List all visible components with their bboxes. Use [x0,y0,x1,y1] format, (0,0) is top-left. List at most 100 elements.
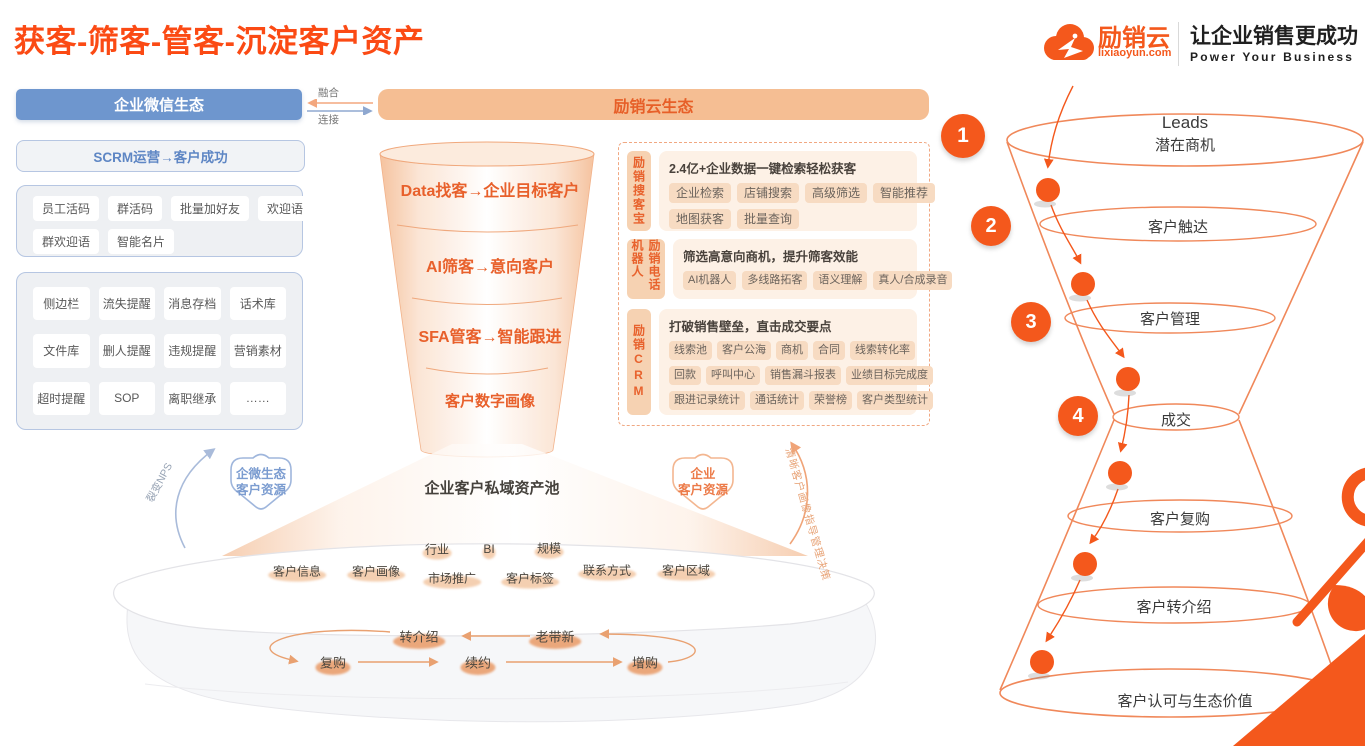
wecom-tag: 批量加好友 [171,196,250,221]
wecom-tag-group-2: 侧边栏 流失提醒 消息存档 话术库 文件库 删人提醒 违规提醒 营销素材 超时提… [16,272,303,430]
funnel-ring-leads [1006,113,1364,167]
funnel-level-repurchase: 客户复购 [1149,511,1211,528]
funnel-top-ellipse [379,141,595,167]
decor-streak [1292,538,1365,627]
product-tag: 呼叫中心 [706,365,760,385]
product-tag: 线索转化率 [850,341,915,360]
page-title: 获客-筛客-管客-沉淀客户资产 [14,24,425,59]
product-tag: 客户类型统计 [857,390,933,410]
funnel-stage-3: SFA管客→智能跟进 [418,329,562,346]
funnel-level-value: 客户认可与生态价值 [1117,693,1253,710]
product-tag: 店铺搜索 [737,183,800,204]
wecom-tag: SOP [98,381,155,415]
product-heading: 打破销售壁垒，直击成交要点 [669,320,832,334]
wecom-tag: 超时提醒 [33,381,90,415]
wecom-tag: 话术库 [229,287,286,321]
funnel-ring-repurchase [1067,499,1293,533]
wecom-tag: 欢迎语 [258,196,313,221]
nps-fission-arrow [175,448,216,549]
step-number-4: 4 [1058,396,1098,436]
funnel-stage-2: AI筛客→意向客户 [425,259,554,276]
product-tag: 真人/合成录音 [873,271,953,290]
products-panel: 励销搜客宝 2.4亿+企业数据一键检索轻松获客 企业检索 店铺搜索 高级筛选 智… [618,142,953,426]
pool-tag: 客户画像 [351,564,401,579]
product-heading: 筛选高意向商机，提升筛客效能 [683,250,859,264]
wecom-resource-badge: 企微生态 客户资源 [221,448,301,512]
product-row-soukebao: 励销搜客宝 2.4亿+企业数据一键检索轻松获客 企业检索 店铺搜索 高级筛选 智… [627,151,936,231]
wecom-tag-group-1: 员工活码 群活码 批量加好友 欢迎语 群欢迎语 智能名片 [16,185,313,257]
wecom-tag: 侧边栏 [33,287,90,321]
product-tag: 高级筛选 [805,183,868,204]
funnel-stage-1: Data找客→企业目标客户 [400,183,580,200]
drop-arrow [1089,488,1119,545]
funnel-divider [411,297,563,305]
cycle-renewal: 续约 [465,653,491,672]
product-tab-crm: 励销CRM [627,309,651,415]
wecom-tag: 删人提醒 [98,334,155,368]
lead-ball [1071,272,1095,296]
product-tag: 商机 [776,341,808,360]
wecom-tag: 违规提醒 [164,334,221,368]
product-tag: 销售漏斗报表 [765,365,841,385]
drop-arrow [1086,299,1125,359]
funnel-wall [1006,141,1115,415]
pool-wave-line [144,681,849,700]
wecom-tag: 群活码 [108,196,163,221]
lixiaoyun-ecosystem-box: 励销云生态 [378,89,929,120]
wecom-tag: 文件库 [33,334,90,368]
funnel-ring-manage [1064,302,1276,334]
slogan-en: Power Your Business [1190,50,1355,64]
cycle-referral: 转介绍 [399,627,438,646]
product-row-crm: 励销CRM 打破销售壁垒，直击成交要点 线索池 客户公海 商机 合同 线索转化率… [627,309,933,415]
step-number-1: 1 [941,114,985,158]
decor-ring [1341,467,1365,527]
product-tag: 智能推荐 [873,183,936,204]
funnel-wall [1238,419,1341,691]
lead-ball [1030,650,1054,674]
cycle-repurchase: 复购 [320,653,346,672]
funnel-level-leads: Leads [1161,113,1209,132]
enterprise-resource-badge: 企业 客户资源 [663,448,743,512]
lead-ball [1108,461,1132,485]
funnel-wall [1238,141,1364,415]
funnel-divider [396,224,579,233]
bridge-arrows [307,99,373,115]
wecom-tag: 流失提醒 [98,287,155,321]
product-content-soukebao: 2.4亿+企业数据一键检索轻松获客 企业检索 店铺搜索 高级筛选 智能推荐 地图… [659,151,936,231]
slogan-cn: 让企业销售更成功 [1190,25,1358,48]
product-tag: 荣誉榜 [809,390,852,410]
drop-arrow [1045,579,1081,643]
product-tag: AI机器人 [683,271,737,290]
product-heading: 2.4亿+企业数据一键检索轻松获客 [669,162,857,176]
pool-title: 企业客户私域资产池 [424,480,560,497]
arrow-upsell-to-oldnew [599,629,696,663]
product-tab-robot: 励销电话机器人 [627,239,665,299]
lead-ball [1073,552,1097,576]
center-funnel [379,141,595,458]
funnel-wall [999,419,1115,691]
pool-tag: 联系方式 [582,563,632,578]
scrm-box: SCRM运营→客户成功 [16,140,305,172]
funnel-level-leads-cn: 潜在商机 [1154,137,1216,154]
product-tag: 业绩目标完成度 [846,365,933,385]
brand-domain: lixiaoyun.com [1098,47,1172,59]
product-tag: 语义理解 [813,271,868,290]
drop-arrow [1050,204,1082,265]
pool-tag: 客户标签 [505,571,555,586]
product-tab-soukebao: 励销搜客宝 [627,151,651,231]
lead-ball [1116,367,1140,391]
funnel-ring-touch [1039,206,1317,242]
wecom-tag: 消息存档 [164,287,221,321]
logo-divider [1178,22,1179,66]
enterprise-badge-line2: 客户资源 [677,483,728,497]
wecom-tag: 离职继承 [164,381,221,415]
cycle-upsell: 增购 [632,653,658,672]
funnel-level-referral: 客户转介绍 [1136,599,1212,616]
step-number-3: 3 [1011,302,1051,342]
funnel-ring-deal [1112,403,1240,431]
wecom-tag: …… [229,381,286,415]
funnel-light-cone [222,444,808,556]
funnel-divider [425,367,549,375]
pool-tag: 客户信息 [272,564,322,579]
product-tag: 回款 [669,365,701,385]
